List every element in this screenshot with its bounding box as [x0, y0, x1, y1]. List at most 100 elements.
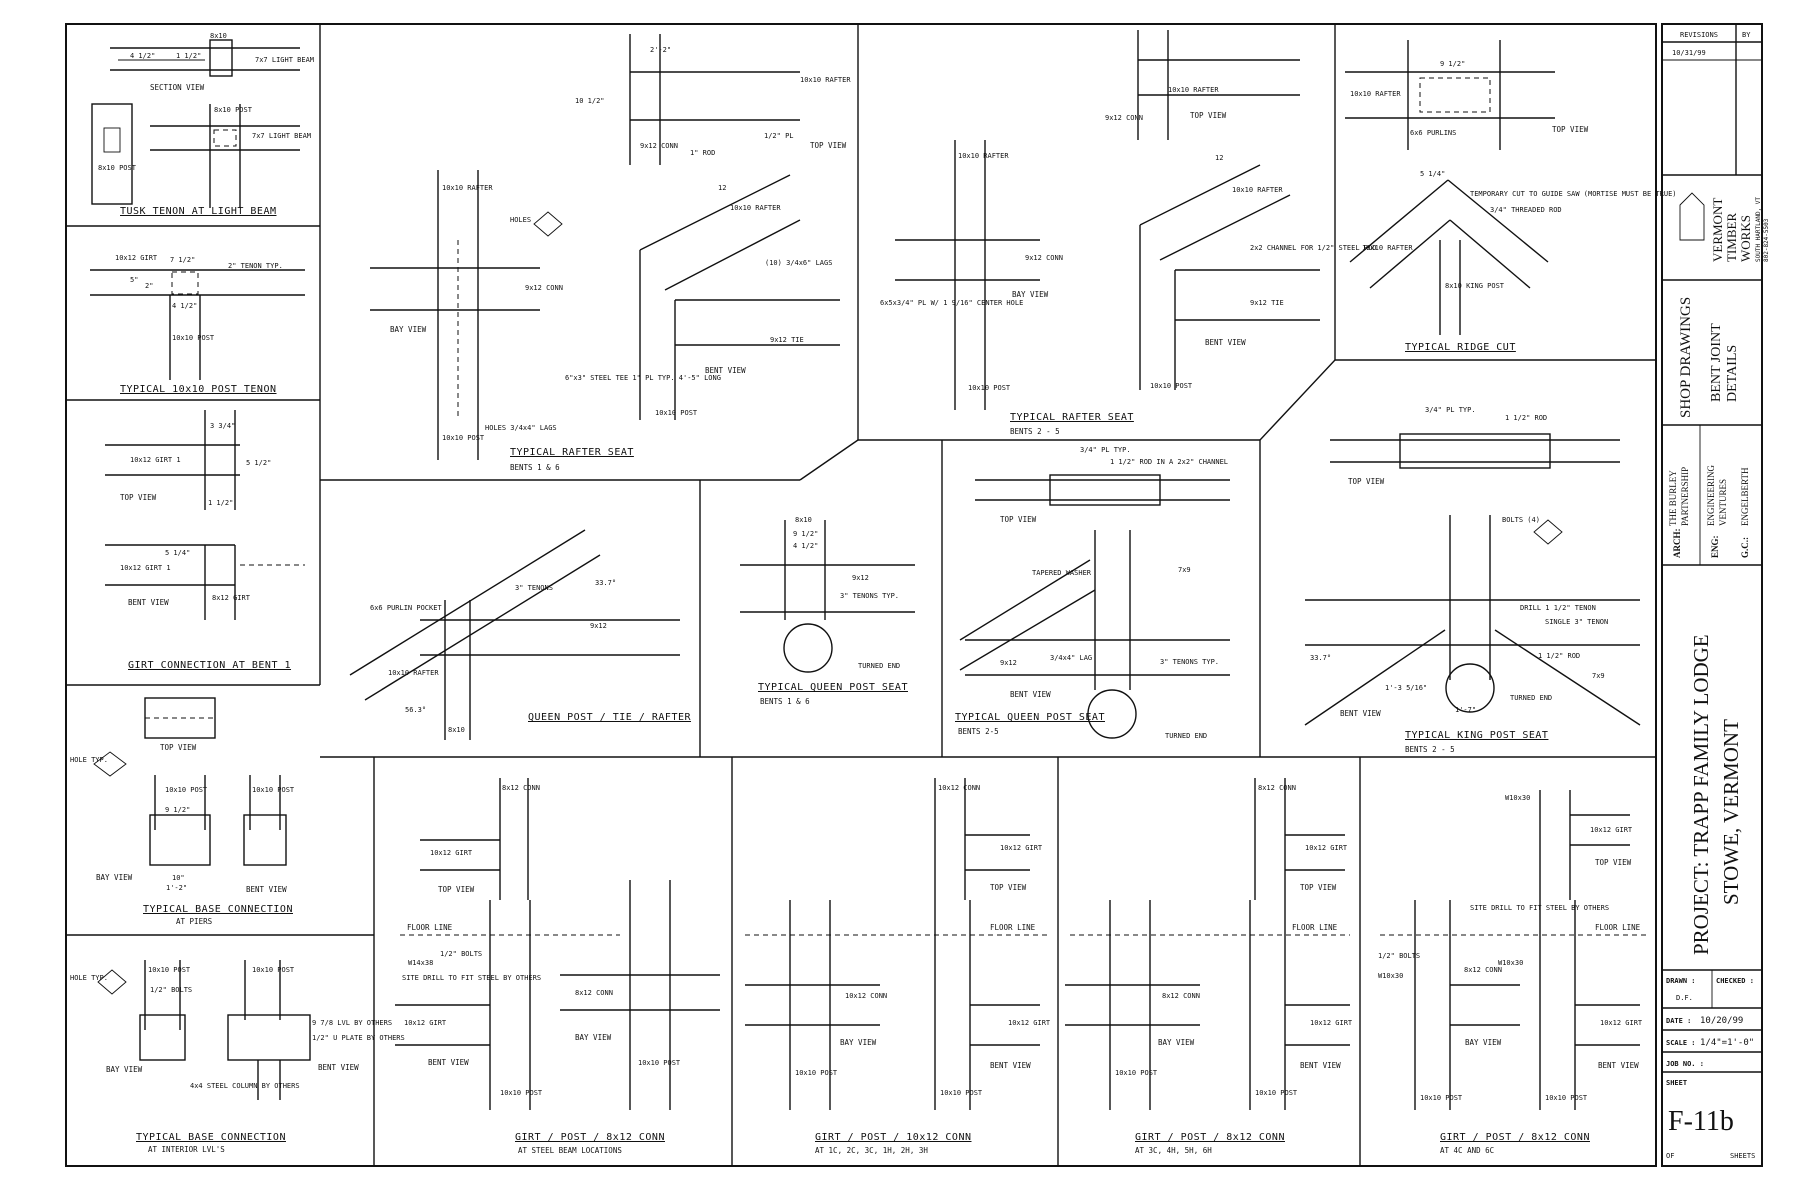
project-line-1: PROJECT: TRAPP FAMILY LODGE	[1689, 634, 1713, 955]
base-lvl-bent-view-label: BENT VIEW	[318, 1063, 359, 1072]
company-logo-icon	[1679, 192, 1705, 241]
rafter25-sub: BENTS 2 - 5	[1010, 427, 1060, 436]
eng-line-1: ENGINEERING	[1706, 465, 1716, 526]
sheet-number: F-11b	[1668, 1106, 1734, 1137]
rafter16-rafter-top: 10x10 RAFTER	[800, 76, 851, 84]
queen25-title: TYPICAL QUEEN POST SEAT	[955, 712, 1105, 723]
company-name-line-3: WORKS	[1738, 215, 1753, 262]
arch-line-2: PARTNERSHIP	[1680, 467, 1690, 526]
ridge-rafter-label: 10x10 RAFTER	[1362, 244, 1413, 252]
king-rod-label: 1 1/2" ROD	[1505, 414, 1547, 422]
girt-b-post-bay: 10x10 POST	[795, 1069, 838, 1077]
base-piers-bay-view-label: BAY VIEW	[96, 873, 133, 882]
detail-base-lvl: HOLE TYP. 10x10 POST 1/2" BOLTS BAY VIEW…	[70, 960, 405, 1154]
girt-conn-dim-4: 5 1/4"	[165, 549, 190, 557]
girt-conn-girt8-label: 8x12 GIRT	[212, 594, 251, 602]
girt-c-girt-top: 10x12 GIRT	[1305, 844, 1348, 852]
rafter25-top-view-label: TOP VIEW	[1190, 111, 1227, 120]
detail-ridge-cut: 10x10 RAFTER 6x6 PURLINS 9 1/2" TOP VIEW…	[1345, 40, 1677, 353]
girt-b-conn-bay: 10x12 CONN	[845, 992, 887, 1000]
tusk-post-label-left: 8x10 POST	[98, 164, 137, 172]
base-lvl-sub: AT INTERIOR LVL'S	[148, 1145, 225, 1154]
base-lvl-post-label-2: 10x10 POST	[252, 966, 295, 974]
base-lvl-plate-label: 1/2" U PLATE BY OTHERS	[312, 1034, 405, 1042]
girt-c-bay-view-label: BAY VIEW	[1158, 1038, 1195, 1047]
girt-d-post-bent: 10x10 POST	[1545, 1094, 1588, 1102]
king-single-label: SINGLE 3" TENON	[1545, 618, 1608, 626]
king-turned-label: TURNED END	[1510, 694, 1552, 702]
rafter16-bay-view-label: BAY VIEW	[390, 325, 427, 334]
tusk-light-beam-label: 7x7 LIGHT BEAM	[255, 56, 314, 64]
rafter16-sub: BENTS 1 & 6	[510, 463, 560, 472]
queen-tie-rafter-label: 10x10 RAFTER	[388, 669, 439, 677]
girt-d-post-bay: 10x10 POST	[1420, 1094, 1463, 1102]
queen25-tie-label: 9x12	[1000, 659, 1017, 667]
base-piers-bent-view-label: BENT VIEW	[246, 885, 287, 894]
eng-label: ENG:	[1710, 535, 1720, 558]
rafter25-rafter-bay: 10x10 RAFTER	[958, 152, 1009, 160]
gc-label: G.C.:	[1740, 537, 1750, 558]
rafter16-conn-top: 9x12 CONN	[640, 142, 678, 150]
post-tenon-dim-4: 5"	[130, 276, 138, 284]
rafter16-rafter-bent: 10x10 RAFTER	[730, 204, 781, 212]
rafter16-bent-view-label: BENT VIEW	[705, 366, 746, 375]
queen-tie-post-label: 8x10	[448, 726, 465, 734]
girt-b-post-bent: 10x10 POST	[940, 1089, 983, 1097]
queen25-turned-label: TURNED END	[1165, 732, 1207, 740]
rafter25-slope: 12	[1215, 154, 1223, 162]
post-tenon-title: TYPICAL 10x10 POST TENON	[120, 384, 277, 395]
rafter25-channel-label: 2x2 CHANNEL FOR 1/2" STEEL ROD	[1250, 244, 1376, 252]
base-lvl-bay-view-label: BAY VIEW	[106, 1065, 143, 1074]
girt-d-girt-bent: 10x12 GIRT	[1600, 1019, 1643, 1027]
detail-girt-a: 8x12 CONN 10x12 GIRT TOP VIEW FLOOR LINE…	[395, 778, 720, 1155]
queen-tie-angle-1: 33.7°	[595, 579, 616, 587]
rafter16-tee-label: 6"x3" STEEL TEE 1" PL TYP. 4'-5" LONG	[565, 374, 721, 382]
detail-post-tenon: 10x12 GIRT 2" TENON TYP. 7 1/2" 4 1/2" 2…	[90, 254, 305, 395]
rafter16-post-bay: 10x10 POST	[442, 434, 485, 442]
queen25-sub: BENTS 2-5	[958, 727, 999, 736]
girt-b-sub: AT 1C, 2C, 3C, 1H, 2H, 3H	[815, 1146, 928, 1155]
queen-tie-angle-2: 56.3°	[405, 706, 426, 714]
drawing-name-line-1: BENT JOINT	[1709, 323, 1724, 402]
rafter16-tie-label: 9x12 TIE	[770, 336, 804, 344]
rafter16-post-bent: 10x10 POST	[655, 409, 698, 417]
tusk-beam-label: 8x10	[210, 32, 227, 40]
girt-b-top-view-label: TOP VIEW	[990, 883, 1027, 892]
queen16-sub: BENTS 1 & 6	[760, 697, 810, 706]
rafter25-post-bent: 10x10 POST	[1150, 382, 1193, 390]
detail-girt-b: 10x12 CONN 10x12 GIRT TOP VIEW FLOOR LIN…	[745, 778, 1051, 1155]
queen16-dim-1: 9 1/2"	[793, 530, 818, 538]
queen25-lag-label: 3/4x4" LAG	[1050, 654, 1092, 662]
company-name: VERMONT TIMBER WORKS SOUTH HARTLAND, VT …	[1710, 197, 1770, 262]
girt-conn-title: GIRT CONNECTION AT BENT 1	[128, 660, 291, 671]
rafter16-rod-label: 1" ROD	[690, 149, 715, 157]
base-lvl-title: TYPICAL BASE CONNECTION	[136, 1132, 286, 1143]
girt-conn-top-view-label: TOP VIEW	[120, 493, 157, 502]
title-block: REVISIONS BY 10/31/99 VERMONT TIMBER WOR…	[1661, 23, 1770, 1167]
queen25-rod-label: 1 1/2" ROD IN A 2x2" CHANNEL	[1110, 458, 1228, 466]
rafter25-conn-top: 9x12 CONN	[1105, 114, 1143, 122]
girt-a-bay-view-label: BAY VIEW	[575, 1033, 612, 1042]
ridge-title: TYPICAL RIDGE CUT	[1405, 342, 1516, 353]
queen-tie-tie-label: 9x12	[590, 622, 607, 630]
girt-b-bay-view-label: BAY VIEW	[840, 1038, 877, 1047]
girt-a-sub: AT STEEL BEAM LOCATIONS	[518, 1146, 622, 1155]
base-lvl-steel-label: 4x4 STEEL COLUMN BY OTHERS	[190, 1082, 300, 1090]
girt-c-floor-label: FLOOR LINE	[1292, 923, 1338, 932]
project-line-2: STOWE, VERMONT	[1719, 719, 1743, 905]
base-piers-dim-1: 9 1/2"	[165, 806, 190, 814]
girt-a-top-view-label: TOP VIEW	[438, 885, 475, 894]
detail-queen-seat-1-6: 8x10 9x12 3" TENONS TYP. TURNED END 9 1/…	[740, 516, 915, 706]
girt-d-beam-right: W10x30	[1498, 959, 1523, 967]
girt-a-post-bent: 10x10 POST	[500, 1089, 543, 1097]
base-piers-top-view-label: TOP VIEW	[160, 743, 197, 752]
girt-c-sub: AT 3C, 4H, 5H, 6H	[1135, 1146, 1212, 1155]
girt-c-title: GIRT / POST / 8x12 CONN	[1135, 1132, 1285, 1143]
rafter16-dim-1: 2'-2"	[650, 46, 671, 54]
base-piers-post-label: 10x10 POST	[165, 786, 208, 794]
rafter16-top-view-label: TOP VIEW	[810, 141, 847, 150]
girt-d-bay-view-label: BAY VIEW	[1465, 1038, 1502, 1047]
king-bent-view-label: BENT VIEW	[1340, 709, 1381, 718]
king-drill-label: DRILL 1 1/2" TENON	[1520, 604, 1596, 612]
rafter25-pl-label: 6x5x3/4" PL W/ 1 9/16" CENTER HOLE	[880, 299, 1023, 307]
